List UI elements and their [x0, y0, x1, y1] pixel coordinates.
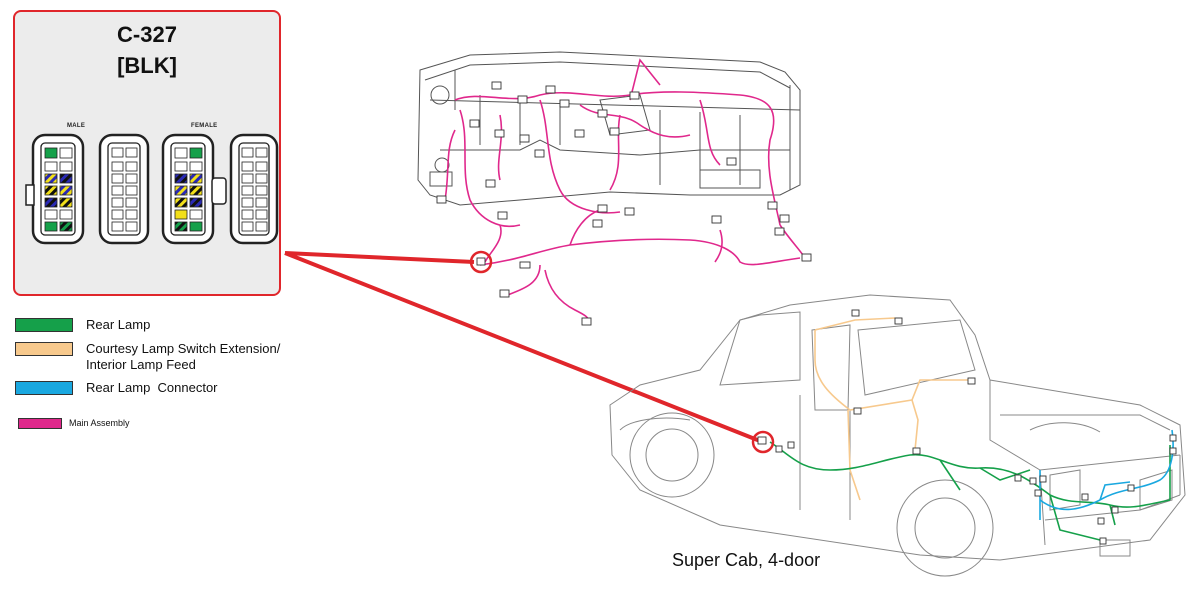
callout-line-dash	[284, 251, 475, 264]
connector-faces	[24, 133, 278, 244]
rear-lamp-harness	[769, 441, 1171, 541]
connector-highlight-vehicle	[751, 430, 775, 454]
female-label: FEMALE	[191, 123, 218, 129]
truck-outline	[609, 294, 1186, 577]
legend-label-courtesy-line2: Interior Lamp Feed	[86, 357, 196, 372]
rear-lamp-connector-harness	[1039, 429, 1174, 520]
legend-label-courtesy-line1: Courtesy Lamp Switch Extension/	[86, 341, 281, 356]
legend-swatch-courtesy-lamp	[15, 342, 73, 356]
legend-swatch-main-assembly	[18, 418, 62, 429]
harness-connectors	[436, 81, 812, 326]
legend-label-rear-lamp-connector: Rear Lamp Connector	[86, 380, 218, 395]
female-connector-pinout	[229, 133, 278, 244]
legend-label-main-assembly: Main Assembly	[69, 418, 130, 428]
male-connector-colored	[24, 133, 84, 244]
legend-label-courtesy-lamp: Courtesy Lamp Switch Extension/ Interior…	[86, 341, 280, 373]
callout-line-vehicle	[284, 251, 761, 443]
truck-connectors	[757, 309, 1177, 545]
legend-swatch-rear-lamp	[15, 318, 73, 332]
connector-id: C-327	[117, 22, 177, 47]
connector-highlight-dash	[469, 250, 493, 274]
vehicle-caption: Super Cab, 4-door	[672, 550, 821, 570]
male-connector-pinout	[98, 133, 149, 244]
connector-color-code: [BLK]	[117, 53, 177, 78]
female-connector-colored	[161, 133, 227, 244]
courtesy-lamp-harness	[814, 317, 970, 501]
dashboard-outline	[417, 51, 801, 206]
legend-label-rear-lamp: Rear Lamp	[86, 317, 151, 332]
male-label: MALE	[67, 123, 86, 129]
connector-callout-panel: C-327 [BLK] MALE FEMALE	[13, 10, 281, 296]
legend-swatch-rear-lamp-connector	[15, 381, 73, 395]
